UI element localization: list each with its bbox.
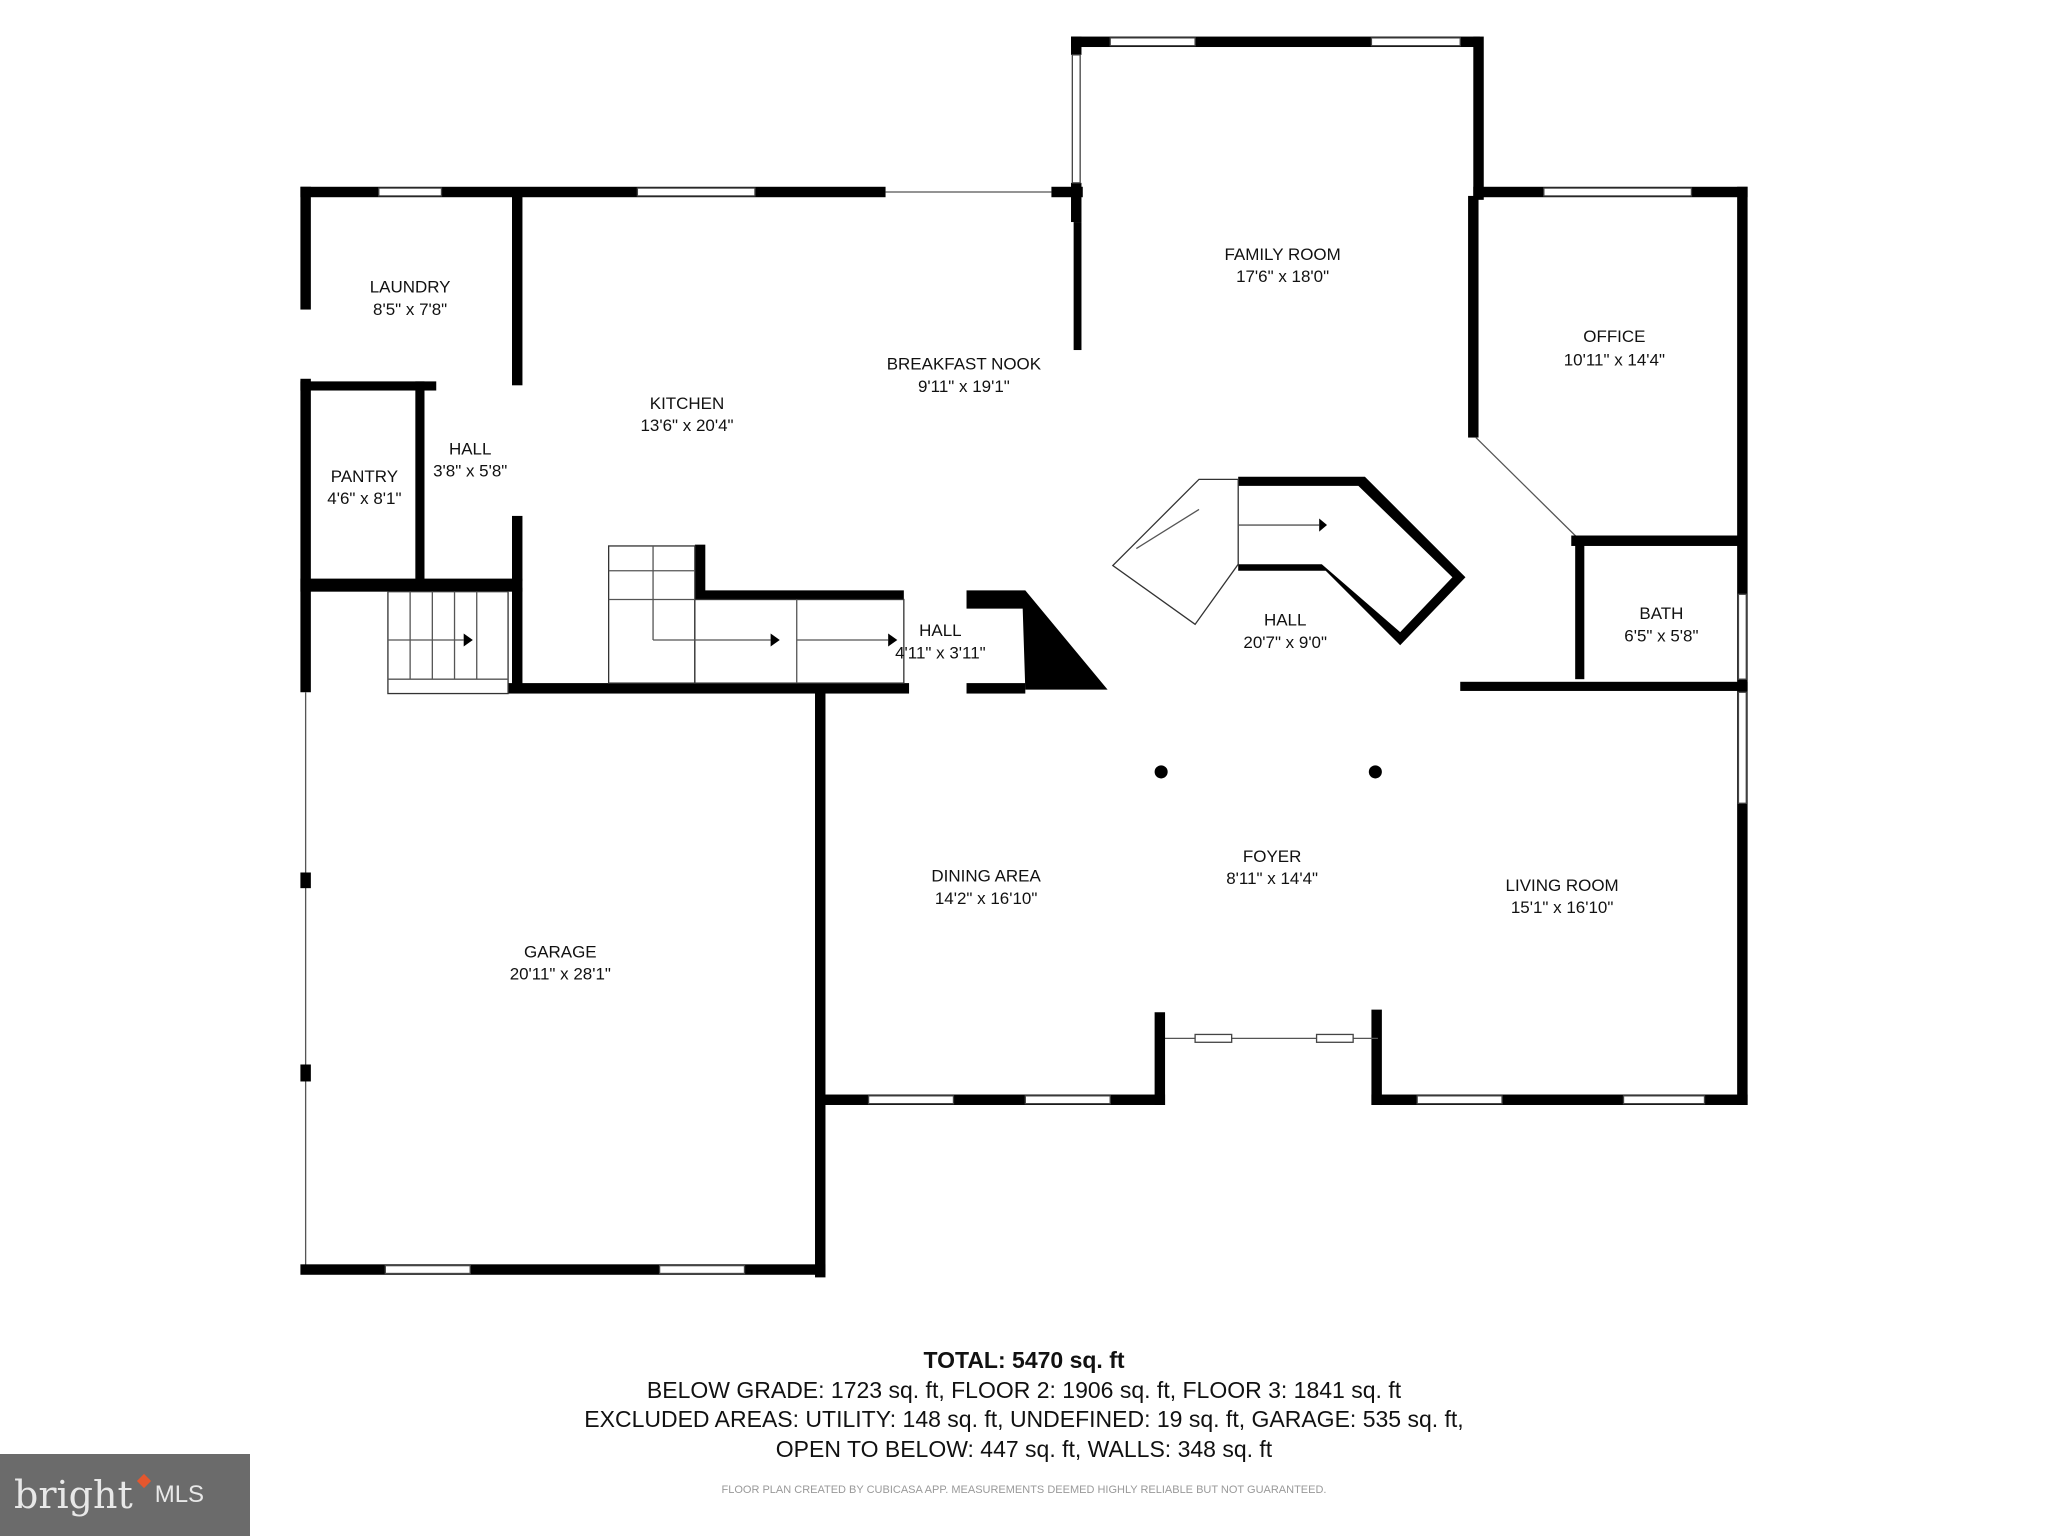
- room-foyer-dims: 8'11" x 14'4": [1226, 869, 1318, 888]
- column: [1368, 765, 1382, 779]
- room-kitchen-dims: 13'6" x 20'4": [640, 416, 733, 435]
- room-family-room-dims: 17'6" x 18'0": [1236, 267, 1329, 286]
- room-hall-1-dims: 3'8" x 5'8": [433, 462, 507, 481]
- room-labels: FAMILY ROOM 17'6" x 18'0" OFFICE 10'11" …: [327, 245, 1698, 984]
- room-bath: BATH: [1639, 604, 1683, 623]
- room-garage: GARAGE: [524, 942, 597, 961]
- floor-areas: BELOW GRADE: 1723 sq. ft, FLOOR 2: 1906 …: [646, 1377, 1402, 1403]
- total-area: TOTAL: 5470 sq. ft: [923, 1347, 1125, 1373]
- room-family-room: FAMILY ROOM: [1224, 245, 1340, 264]
- room-pantry-dims: 4'6" x 8'1": [327, 489, 401, 508]
- other-areas: OPEN TO BELOW: 447 sq. ft, WALLS: 348 sq…: [775, 1436, 1273, 1462]
- disclaimer: FLOOR PLAN CREATED BY CUBICASA APP. MEAS…: [721, 1484, 1327, 1496]
- room-kitchen: KITCHEN: [650, 394, 724, 413]
- room-laundry: LAUNDRY: [370, 278, 451, 297]
- room-breakfast-nook: BREAKFAST NOOK: [887, 355, 1042, 374]
- room-foyer: FOYER: [1243, 847, 1301, 866]
- room-hall-2: HALL: [1264, 611, 1306, 630]
- windows: [378, 37, 1747, 1275]
- room-hall-3: HALL: [919, 621, 961, 640]
- room-garage-dims: 20'11" x 28'1": [510, 965, 611, 984]
- column: [1154, 765, 1168, 779]
- stairs: [387, 478, 1328, 695]
- room-living-room-dims: 15'1" x 16'10": [1511, 898, 1614, 917]
- room-bath-dims: 6'5" x 5'8": [1624, 626, 1698, 645]
- room-hall-2-dims: 20'7" x 9'0": [1243, 633, 1327, 652]
- logo-star-icon: [136, 1473, 151, 1489]
- room-breakfast-nook-dims: 9'11" x 19'1": [918, 377, 1010, 396]
- excluded-areas: EXCLUDED AREAS: UTILITY: 148 sq. ft, UND…: [584, 1406, 1464, 1432]
- room-office-dims: 10'11" x 14'4": [1564, 351, 1665, 370]
- logo-suffix: MLS: [154, 1481, 205, 1508]
- walls: [300, 36, 1748, 1278]
- room-hall-3-dims: 4'11" x 3'11": [895, 643, 986, 662]
- room-office: OFFICE: [1583, 327, 1645, 346]
- room-pantry: PANTRY: [331, 467, 398, 486]
- room-laundry-dims: 8'5" x 7'8": [373, 300, 447, 319]
- logo-wordmark: bright: [14, 1473, 133, 1517]
- room-dining-area: DINING AREA: [931, 867, 1041, 886]
- bright-mls-logo: bright MLS: [0, 1454, 250, 1536]
- room-hall-1: HALL: [449, 440, 491, 459]
- room-living-room: LIVING ROOM: [1506, 876, 1619, 895]
- room-dining-area-dims: 14'2" x 16'10": [935, 889, 1038, 908]
